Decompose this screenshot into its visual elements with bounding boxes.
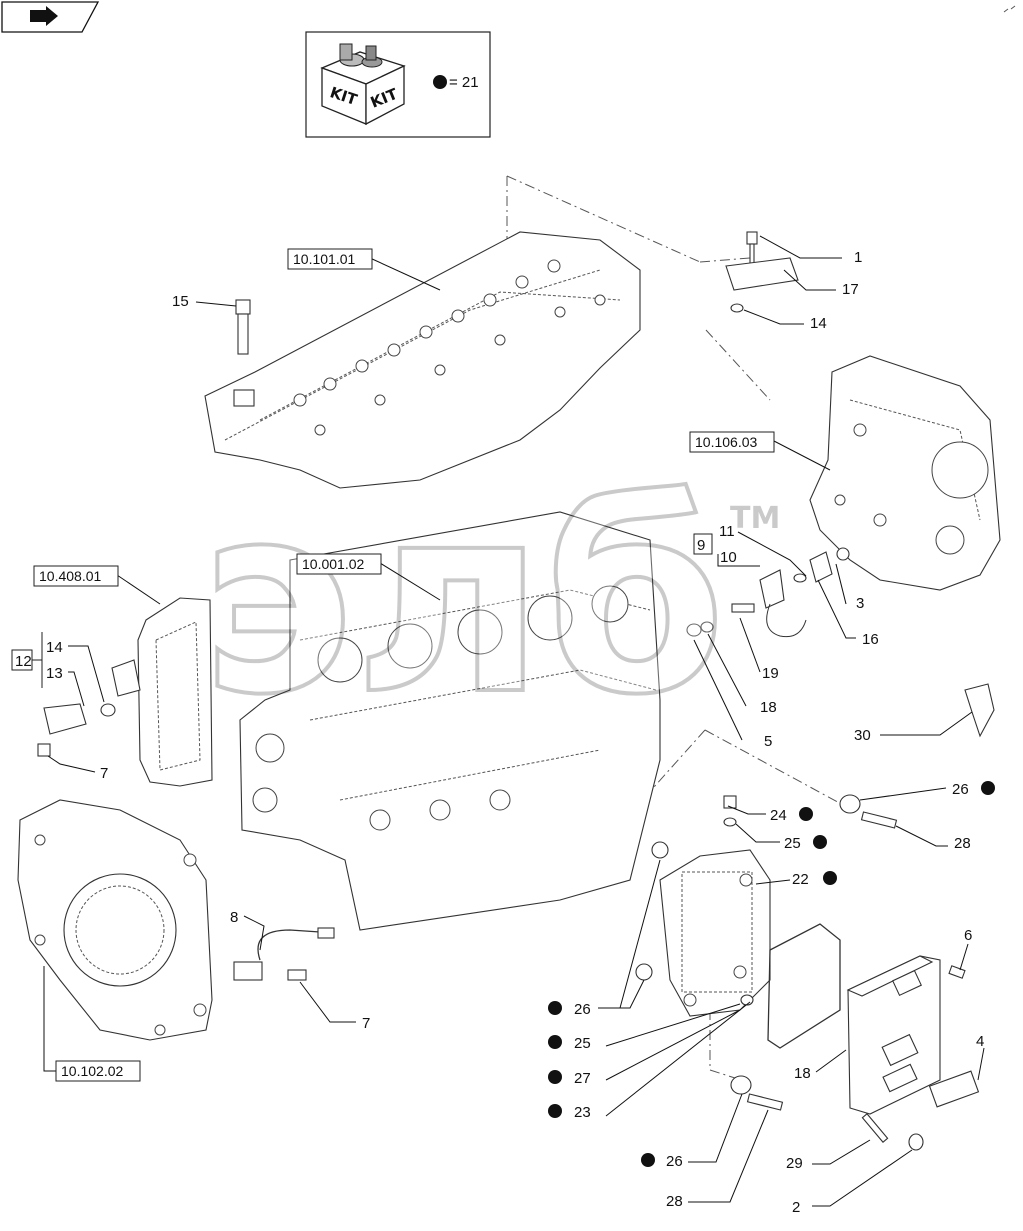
callout-3: 3 (856, 595, 864, 612)
callout-25b: 25 (574, 1035, 591, 1052)
ref-10-408-01[interactable]: 10.408.01 (33, 565, 119, 587)
box-9 (693, 533, 713, 555)
callout-13: 13 (46, 665, 63, 682)
kit-dot-27 (548, 1070, 562, 1084)
small-parts (37, 231, 995, 1151)
watermark: элб TM (198, 448, 780, 754)
callout-27: 27 (574, 1070, 591, 1087)
callout-9: 9 (697, 537, 705, 554)
engine-block (239, 511, 661, 931)
callout-26c: 26 (666, 1153, 683, 1170)
cylinder-head (204, 231, 641, 489)
ref-10-102-02[interactable]: 10.102.02 (55, 1060, 141, 1082)
callouts: 1 17 14 15 11 9 10 3 16 19 18 5 30 12 14… (15, 249, 995, 1216)
callout-18b: 18 (794, 1065, 811, 1082)
ref-10-001-02[interactable]: 10.001.02 (296, 553, 382, 575)
callout-22: 22 (792, 871, 809, 888)
callout-17: 17 (842, 281, 859, 298)
kit-dot-icon (433, 75, 447, 89)
callout-23: 23 (574, 1104, 591, 1121)
callout-15: 15 (172, 293, 189, 310)
svg-text:10.001.02: 10.001.02 (302, 556, 364, 572)
callout-28b: 28 (666, 1193, 683, 1210)
ref-10-106-03[interactable]: 10.106.03 (689, 431, 775, 453)
kit-dot-25a (813, 835, 827, 849)
ref-10-101-01[interactable]: 10.101.01 (287, 248, 373, 270)
kit-dot-26b (548, 1001, 562, 1015)
callout-7a: 7 (100, 765, 108, 782)
callout-19: 19 (762, 665, 779, 682)
kit-box-icon: KIT KIT (320, 43, 406, 126)
callout-18: 18 (760, 699, 777, 716)
callout-8: 8 (230, 909, 238, 926)
svg-text:10.408.01: 10.408.01 (39, 568, 101, 584)
callout-1: 1 (854, 249, 862, 266)
svg-text:10.106.03: 10.106.03 (695, 434, 757, 450)
return-arrow-icon (30, 6, 58, 26)
watermark-text: элб (200, 450, 726, 752)
kit-legend-box: KIT KIT = 21 (305, 31, 491, 138)
kit-dot-26a (981, 781, 995, 795)
callout-26a: 26 (952, 781, 969, 798)
timing-cover (809, 355, 1001, 591)
front-cover (17, 799, 213, 1041)
kit-dot-24 (799, 807, 813, 821)
callout-16: 16 (862, 631, 879, 648)
callout-4: 4 (976, 1033, 984, 1050)
ecu-gasket (767, 923, 841, 1049)
callout-7b: 7 (362, 1015, 370, 1032)
callout-24: 24 (770, 807, 787, 824)
callout-6: 6 (964, 927, 972, 944)
callout-11: 11 (719, 523, 735, 540)
ecu-module (846, 955, 941, 1115)
callout-2: 2 (792, 1199, 800, 1216)
callout-30: 30 (854, 727, 871, 744)
callout-25a: 25 (784, 835, 801, 852)
oil-cooler (111, 597, 213, 787)
watermark-tm: TM (730, 501, 780, 536)
callout-12: 12 (15, 653, 32, 670)
callout-14b: 14 (46, 639, 63, 656)
callout-28a: 28 (954, 835, 971, 852)
kit-dot-22 (823, 871, 837, 885)
kit-legend-text: = 21 (449, 74, 479, 91)
callout-26b: 26 (574, 1001, 591, 1018)
svg-text:10.102.02: 10.102.02 (61, 1063, 123, 1079)
svg-text:10.101.01: 10.101.01 (293, 251, 355, 267)
kit-dot-26c (641, 1153, 655, 1167)
callout-5: 5 (764, 733, 772, 750)
corner-mark (1003, 5, 1016, 13)
callout-10: 10 (720, 549, 737, 566)
kit-dot-25b (548, 1035, 562, 1049)
callout-29: 29 (786, 1155, 803, 1172)
callout-14: 14 (810, 315, 827, 332)
ecu-cover-part (928, 1070, 980, 1108)
kit-dot-23 (548, 1104, 562, 1118)
ecu-bracket (659, 849, 771, 1017)
nav-tab[interactable] (1, 1, 100, 33)
